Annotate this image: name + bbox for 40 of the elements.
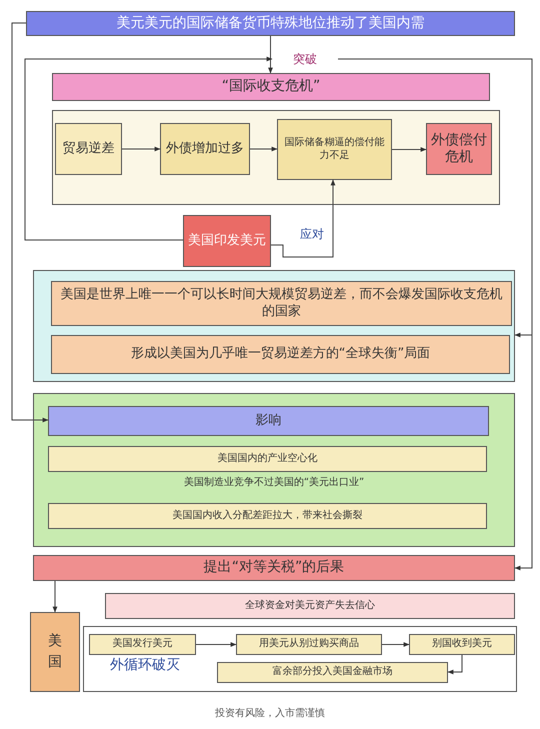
group-panel [33,270,515,382]
process-box: 贸易逆差 [55,123,122,175]
process-box: 外债增加过多 [160,123,250,175]
header-bar: 提出“对等关税”的后果 [33,555,515,581]
header-bar: 影响 [48,406,489,436]
side-box: 美国 [30,612,80,692]
process-box: 外债偿付危机 [426,123,492,175]
process-box: 美国发行美元 [89,634,196,655]
arrow [24,56,273,240]
title-banner: 美元美元的国际储备货币特殊地位推动了美国内需 [26,11,515,36]
text-box: 形成以美国为几乎唯一贸易逆差方的“全球失衡”局面 [51,335,510,374]
text-box: 美国国内的产业空心化 [48,446,487,472]
edge-label: 应对 [298,226,326,243]
header-bar: “国际收支危机” [52,73,490,101]
connector-label: 突破 [272,51,338,67]
arrow [447,654,462,674]
group-panel [52,110,500,205]
arrow [12,22,49,422]
process-box: 用美元从别过购买商品 [236,634,382,655]
text-box: 美国是世界上唯一一个可以长时间大规模贸易逆差，而不会爆发国际收支危机的国家 [51,281,512,326]
arrow [196,642,237,647]
arrow [270,179,336,258]
arrow [382,642,410,647]
process-box: 富余部分投入美国金融市场 [217,662,448,683]
arrow [52,580,58,613]
arrow [122,146,161,152]
arrow [268,36,273,74]
arrow [392,147,427,152]
note-text: 美国制造业竞争不过美国的“美元出口业” [184,476,364,489]
process-box: 国际储备糊逼的偿付能力不足 [277,119,392,180]
process-box: 美国印发美元 [183,215,271,267]
footer-note: 投资有风险，入市需谨慎 [215,706,325,720]
group-panel [83,626,517,692]
note-text: 外循环破灭 [110,656,180,674]
arrow [338,58,532,570]
group-panel [33,393,515,547]
process-box: 别国收到美元 [409,634,515,655]
arrow [250,146,278,152]
text-box: 美国国内收入分配差距拉大，带来社会撕裂 [48,503,487,529]
text-box: 全球资金对美元资产失去信心 [105,593,515,619]
